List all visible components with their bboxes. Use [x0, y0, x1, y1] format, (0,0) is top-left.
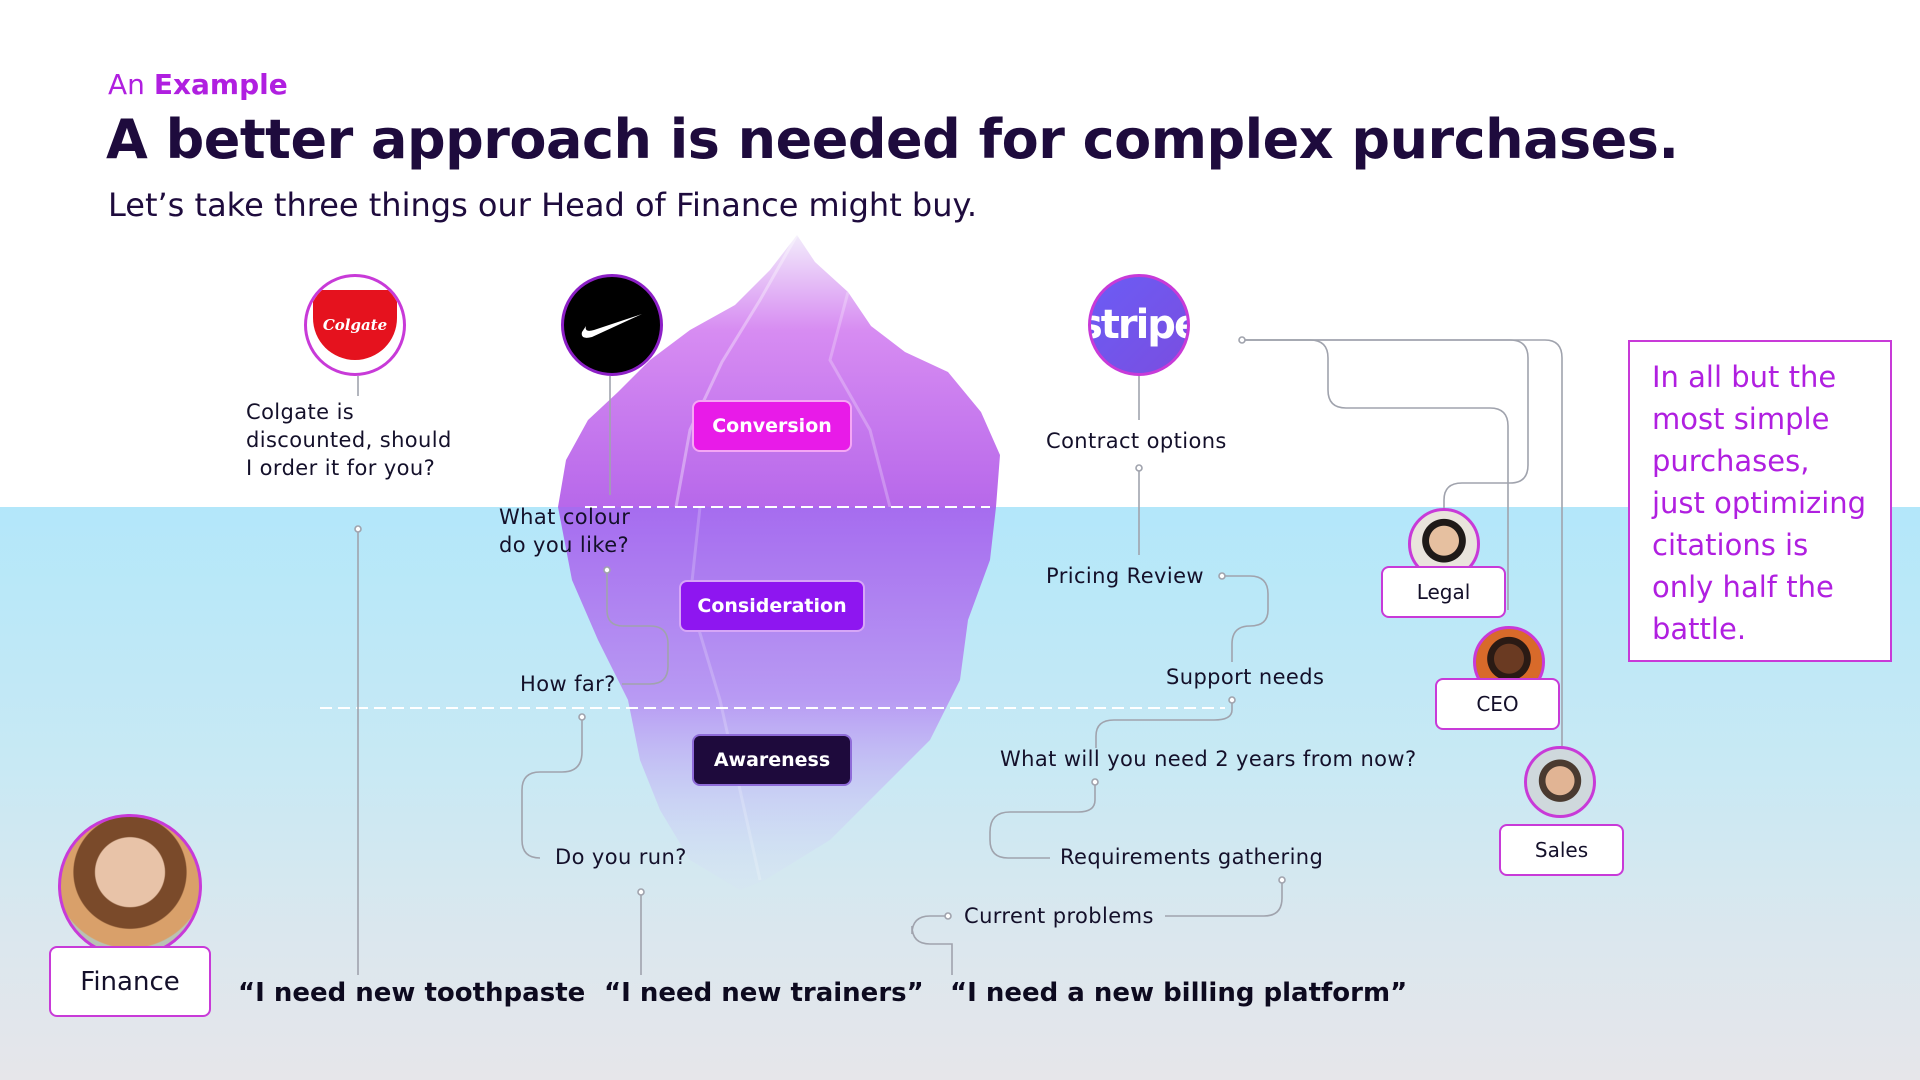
- quote-toothpaste: “I need new toothpaste: [238, 978, 586, 1008]
- stripe-contract-options: Contract options: [1046, 429, 1227, 453]
- callout-box: In all but the most simple purchases, ju…: [1628, 340, 1892, 662]
- sales-label: Sales: [1499, 824, 1624, 876]
- sales-avatar: [1524, 746, 1596, 818]
- stripe-requirements: Requirements gathering: [1060, 845, 1324, 869]
- stripe-logo: stripe: [1088, 274, 1190, 376]
- stage-awareness: Awareness: [692, 734, 852, 786]
- nike-colour-question: What colour do you like?: [499, 505, 631, 557]
- legal-label: Legal: [1381, 566, 1506, 618]
- finance-label: Finance: [49, 946, 211, 1017]
- nike-swoosh-icon: [581, 314, 642, 338]
- colgate-logo: Colgate: [304, 274, 406, 376]
- page-title: A better approach is needed for complex …: [106, 108, 1679, 171]
- nike-run-question: Do you run?: [555, 845, 687, 869]
- quote-trainers: “I need new trainers”: [604, 978, 924, 1008]
- stage-conversion: Conversion: [692, 400, 852, 452]
- stripe-pricing-review: Pricing Review: [1046, 564, 1204, 588]
- iceberg-tip: [558, 235, 1000, 507]
- nike-distance-question: How far?: [520, 672, 616, 696]
- colgate-question: Colgate is discounted, should I order it…: [246, 400, 452, 480]
- nike-logo: [561, 274, 663, 376]
- finance-avatar: [58, 814, 202, 958]
- stripe-future-needs: What will you need 2 years from now?: [1000, 747, 1417, 771]
- stripe-support-needs: Support needs: [1166, 665, 1325, 689]
- callout-text: In all but the most simple purchases, ju…: [1652, 360, 1867, 646]
- iceberg-underwater: [558, 507, 996, 890]
- eyebrow-label: An Example: [108, 68, 288, 101]
- quote-billing: “I need a new billing platform”: [950, 978, 1408, 1008]
- page-subtitle: Let’s take three things our Head of Fina…: [108, 186, 978, 224]
- stripe-current-problems: Current problems: [964, 904, 1154, 928]
- stage-consideration: Consideration: [679, 580, 865, 632]
- ceo-label: CEO: [1435, 678, 1560, 730]
